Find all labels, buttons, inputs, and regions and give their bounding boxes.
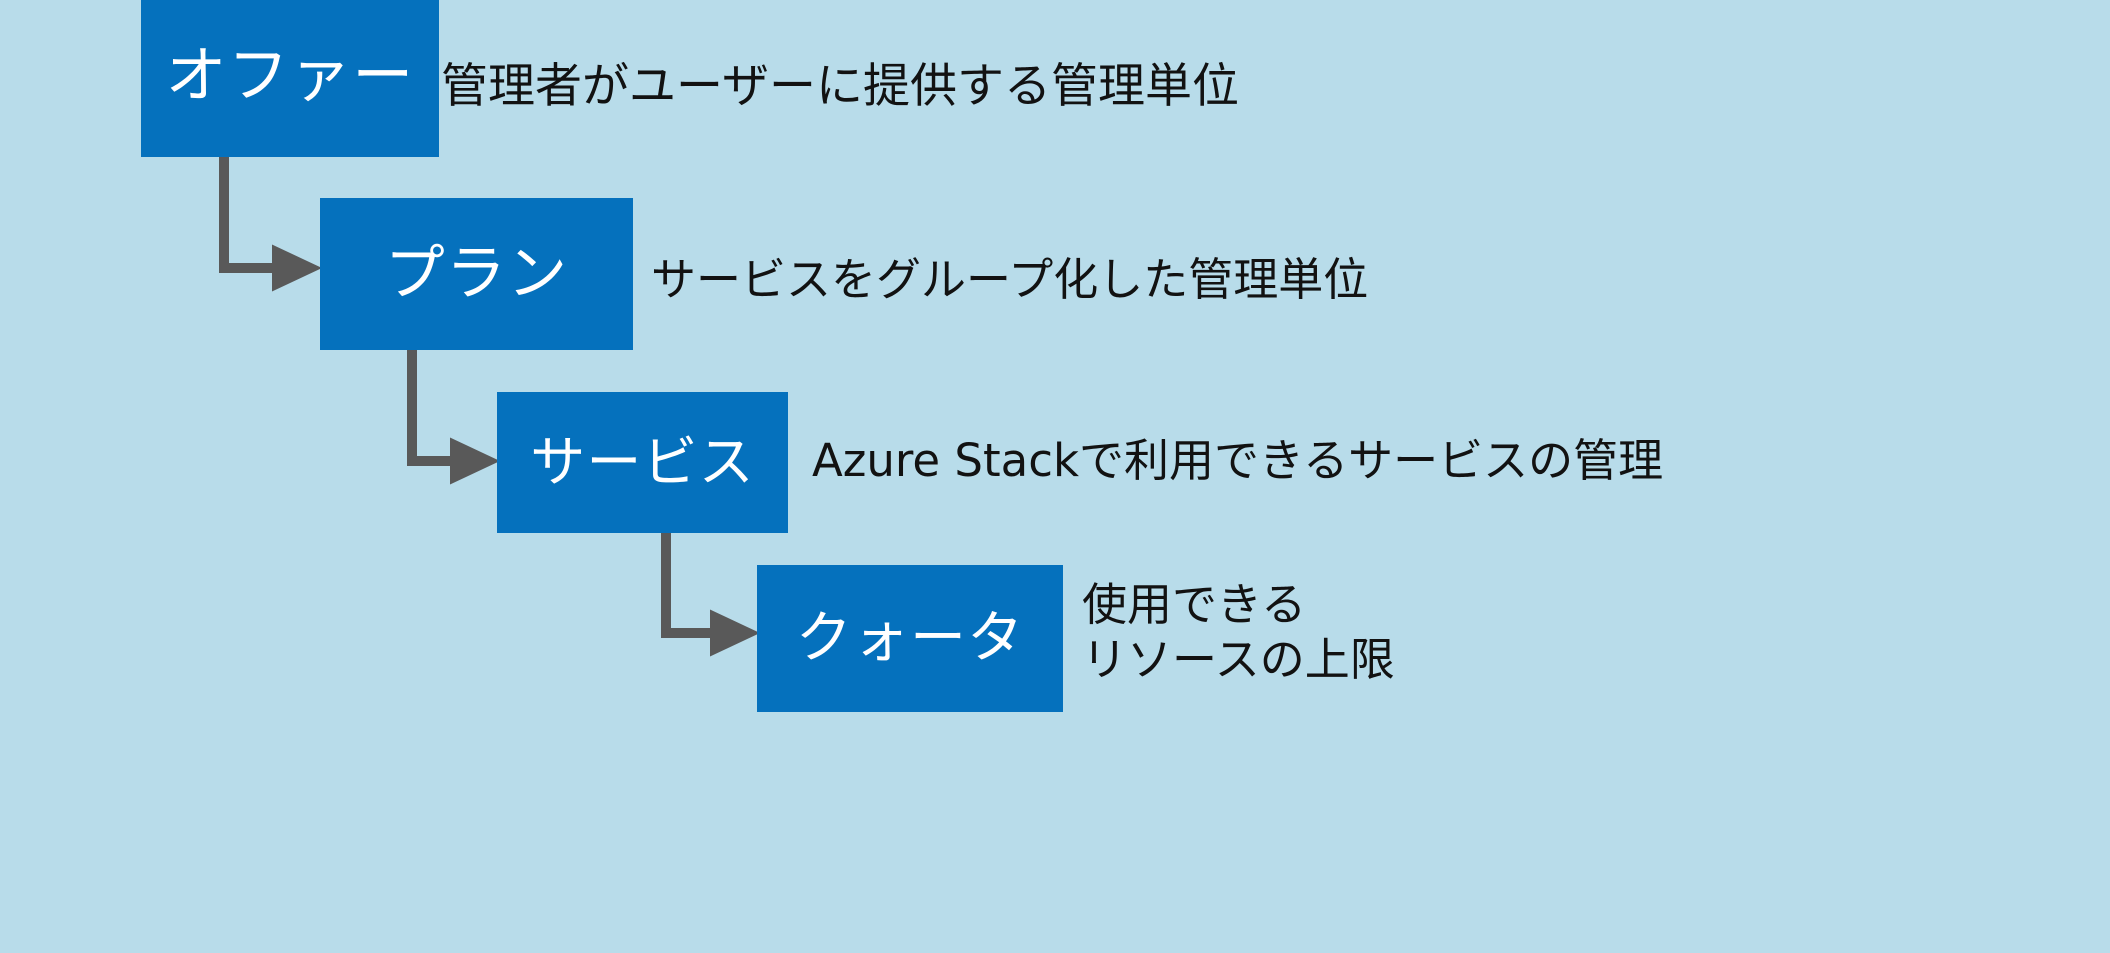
node-offer[interactable]: オファー	[141, 0, 439, 157]
connector-offer-to-plan	[219, 157, 322, 292]
node-service-label: サービス	[530, 430, 755, 494]
node-service[interactable]: サービス	[497, 392, 788, 533]
description-offer: 管理者がユーザーに提供する管理単位	[441, 59, 1240, 114]
description-quota: 使用できる リソースの上限	[1082, 578, 1395, 686]
description-service: Azure Stackで利用できるサービスの管理	[812, 434, 1664, 487]
node-plan[interactable]: プラン	[320, 198, 633, 350]
connector-service-to-quota	[661, 533, 760, 657]
node-quota-label: クォータ	[795, 605, 1025, 671]
node-quota[interactable]: クォータ	[757, 565, 1063, 712]
description-plan: サービスをグループ化した管理単位	[651, 253, 1369, 306]
node-offer-label: オファー	[165, 40, 415, 111]
node-plan-label: プラン	[384, 239, 569, 309]
connector-plan-to-service	[407, 350, 500, 485]
